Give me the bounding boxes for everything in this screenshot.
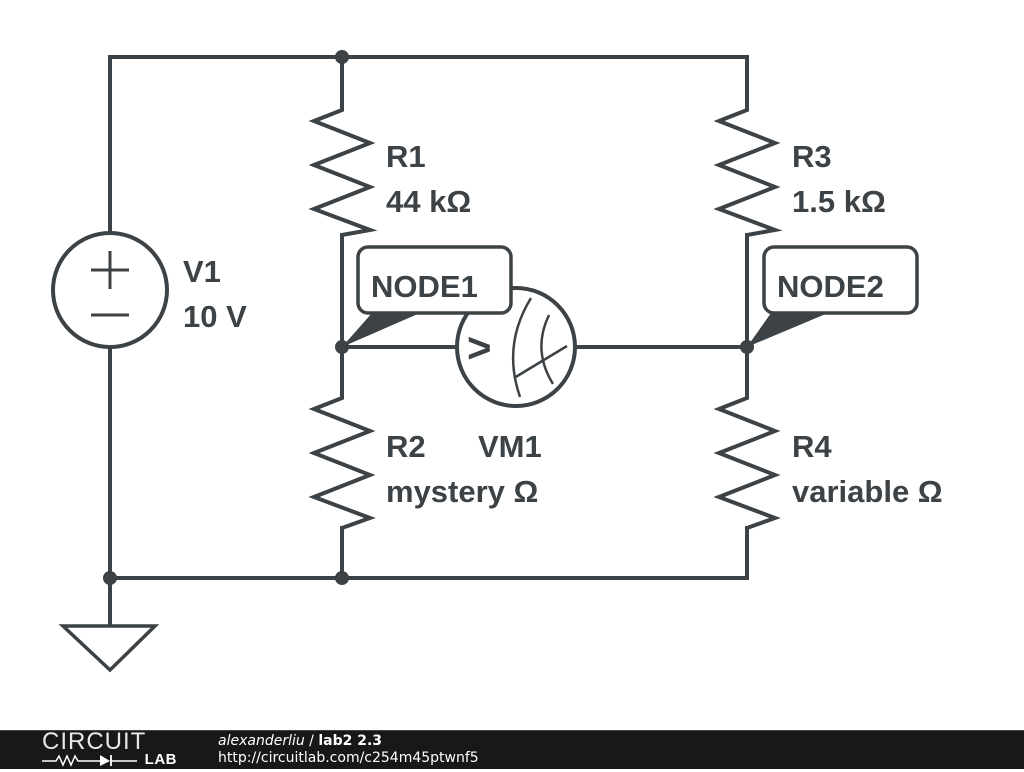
node1-pointer (342, 313, 420, 347)
wires (108, 55, 749, 627)
circuit-title-line: alexanderliu / lab2 2.3 (218, 733, 479, 750)
circuit-title[interactable]: lab2 2.3 (318, 733, 383, 749)
footer-bar: CIRCUIT LAB alexanderliu / lab2 2.3 http… (0, 730, 1024, 769)
component-r1[interactable]: R1 44 kΩ (308, 105, 471, 237)
circuitlab-logo[interactable]: CIRCUIT LAB (42, 728, 177, 768)
wire-top[interactable] (108, 55, 749, 235)
junction-bottom-gnd (103, 571, 117, 585)
node2-tag-box (762, 245, 919, 315)
voltage-source-icon (51, 231, 169, 349)
title-separator: / (304, 733, 319, 749)
component-v1[interactable]: V1 10 V (51, 231, 247, 349)
r3-name-label: R3 (792, 139, 832, 174)
node1-tag-box (356, 245, 513, 315)
voltmeter-needle (513, 344, 568, 380)
resistor-icon (713, 105, 783, 237)
wire-r4-bottom[interactable] (108, 526, 749, 580)
junction-top-r1 (335, 50, 349, 64)
r3-value-label: 1.5 kΩ (792, 184, 886, 219)
r2-name-label: R2 (386, 429, 426, 464)
logo-bottom-row: LAB (42, 751, 177, 768)
node1-label-tag[interactable]: NODE1 (342, 245, 513, 347)
v1-value-label: 10 V (183, 299, 247, 334)
component-r2[interactable]: R2 mystery Ω (308, 395, 538, 530)
logo-circuit-text: CIRCUIT (42, 728, 147, 755)
component-r3[interactable]: R3 1.5 kΩ (713, 105, 886, 237)
circuit-meta: alexanderliu / lab2 2.3 http://circuitla… (218, 733, 479, 767)
voltmeter-needle-arc-inner (540, 314, 555, 385)
r1-name-label: R1 (386, 139, 426, 174)
r4-name-label: R4 (792, 429, 832, 464)
component-r4[interactable]: R4 variable Ω (713, 395, 943, 530)
component-vm1[interactable]: > VM1 (455, 286, 577, 464)
resistor-icon (308, 105, 378, 237)
author-link[interactable]: alexanderliu (218, 733, 305, 749)
resistor-icon (308, 395, 376, 530)
v1-name-label: V1 (183, 254, 221, 289)
r2-value-label: mystery Ω (386, 474, 538, 509)
resistor-icon (713, 395, 781, 530)
r4-value-label: variable Ω (792, 474, 943, 509)
node1-tag-text: NODE1 (371, 269, 478, 304)
ground-symbol[interactable] (58, 624, 160, 673)
voltmeter-needle-arc-outer (511, 297, 533, 398)
circuit-url[interactable]: http://circuitlab.com/c254m45ptwnf5 (218, 750, 479, 766)
voltmeter-glyph: > (467, 324, 492, 371)
resistor-diode-logo-icon (42, 754, 137, 767)
junction-bottom-r2 (335, 571, 349, 585)
node2-pointer (747, 313, 828, 347)
schematic-canvas: V1 10 V R1 44 kΩ R3 1.5 kΩ R2 mystery Ω … (51, 50, 943, 673)
voltmeter-icon (455, 286, 577, 408)
node2-label-tag[interactable]: NODE2 (747, 245, 919, 347)
vm1-name-label: VM1 (478, 429, 542, 464)
ground-icon (58, 624, 160, 673)
r1-value-label: 44 kΩ (386, 184, 471, 219)
node2-tag-text: NODE2 (777, 269, 884, 304)
logo-lab-text: LAB (144, 751, 177, 768)
